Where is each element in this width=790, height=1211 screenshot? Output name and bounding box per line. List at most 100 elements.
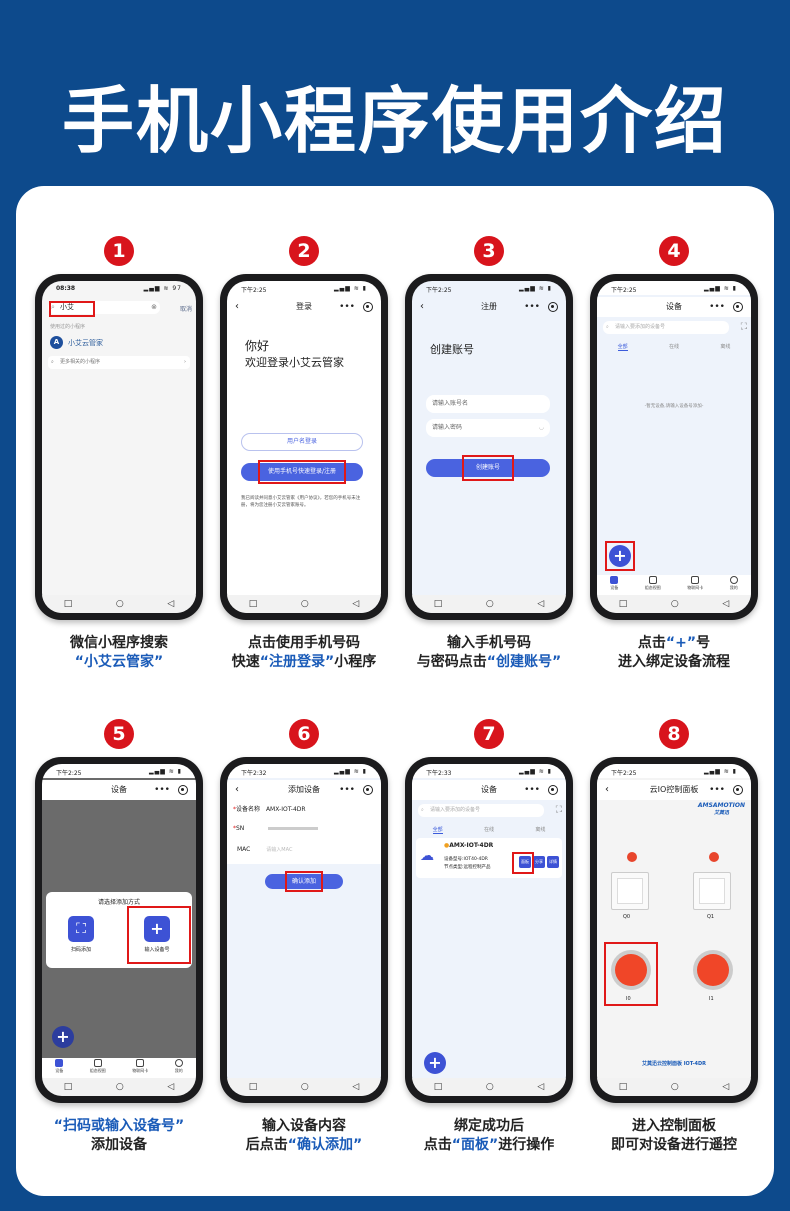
circle-icon[interactable]: ○ bbox=[115, 1082, 124, 1092]
close-target-icon[interactable] bbox=[733, 785, 743, 795]
tab-offline[interactable]: 离线 bbox=[535, 827, 546, 833]
back-triangle-icon[interactable]: ◁ bbox=[537, 1082, 545, 1092]
mac-field[interactable]: 请输入MAC bbox=[266, 847, 293, 853]
phone-frame: 08:38 ▂▄▆ ≋ 97 ⌕ 小艾 ⊗ 取消 使用过的小程序 A 小艾云管家… bbox=[35, 274, 203, 620]
confirm-add-button[interactable]: 确认添加 bbox=[265, 874, 343, 889]
caption-highlight: “小艾云管家” bbox=[74, 654, 164, 670]
tabbar-me[interactable]: 我的 bbox=[729, 575, 738, 595]
account-input[interactable]: 请输入账号名 bbox=[426, 395, 550, 413]
more-icon[interactable]: ••• bbox=[524, 302, 540, 312]
q0-switch[interactable] bbox=[611, 872, 649, 910]
square-icon[interactable]: □ bbox=[618, 1082, 628, 1092]
tabbar-iot-card[interactable]: 物联网卡 bbox=[132, 1058, 148, 1078]
tabbar-me[interactable]: 我的 bbox=[174, 1058, 183, 1078]
back-icon[interactable]: ‹ bbox=[235, 784, 239, 795]
tabbar-devices[interactable]: 设备 bbox=[610, 575, 619, 595]
password-input[interactable]: 请输入密码 ◡ bbox=[426, 419, 550, 437]
signal-icon: ▂▄▆ ≋ ▮ bbox=[149, 768, 182, 775]
circle-icon[interactable]: ○ bbox=[115, 599, 124, 609]
search-input[interactable]: 小艾 bbox=[60, 303, 74, 311]
device-search[interactable]: ⌕ 请输入要添加的设备号 bbox=[418, 804, 544, 817]
more-icon[interactable]: ••• bbox=[709, 302, 725, 312]
nav-bar: 设备 ••• bbox=[412, 780, 566, 800]
i0-button[interactable] bbox=[611, 950, 651, 990]
square-icon[interactable]: □ bbox=[433, 599, 443, 609]
square-icon[interactable]: □ bbox=[618, 599, 628, 609]
more-icon[interactable]: ••• bbox=[339, 785, 355, 795]
more-link[interactable]: ⌕ 更多相关的小程序 › bbox=[48, 356, 190, 369]
clear-icon[interactable]: ⊗ bbox=[151, 303, 157, 311]
square-icon[interactable]: □ bbox=[63, 599, 73, 609]
tabbar-scada[interactable]: 组态视图 bbox=[645, 575, 661, 595]
form-row-mac[interactable]: MAC 请输入MAC bbox=[237, 846, 292, 853]
scan-icon[interactable]: ⛶ bbox=[555, 805, 562, 815]
back-triangle-icon[interactable]: ◁ bbox=[167, 599, 175, 609]
back-icon[interactable]: ‹ bbox=[605, 784, 609, 795]
q1-switch[interactable] bbox=[693, 872, 731, 910]
back-triangle-icon[interactable]: ◁ bbox=[167, 1082, 175, 1092]
device-search[interactable]: ⌕ 请输入要添加的设备号 bbox=[603, 321, 729, 334]
device-card[interactable]: ☁ ●AMX-IOT-4DR 设备型号:IOT40-4DR 节点类型:远程控制产… bbox=[416, 838, 562, 878]
back-icon[interactable]: ‹ bbox=[420, 301, 424, 312]
device-name-field[interactable]: AMX-IOT-4DR bbox=[265, 806, 306, 813]
back-icon[interactable]: ‹ bbox=[235, 301, 239, 312]
close-target-icon[interactable] bbox=[548, 302, 558, 312]
panel-button[interactable]: 面板 bbox=[519, 856, 531, 868]
phone-login-button[interactable]: 使用手机号快速登录/注册 bbox=[241, 463, 363, 481]
back-triangle-icon[interactable]: ◁ bbox=[722, 599, 730, 609]
close-target-icon[interactable] bbox=[733, 302, 743, 312]
add-device-button[interactable]: + bbox=[609, 545, 631, 567]
caption-line: 进入控制面板 bbox=[632, 1118, 716, 1134]
tab-offline[interactable]: 离线 bbox=[720, 344, 731, 350]
detail-button[interactable]: 详情 bbox=[547, 856, 559, 868]
close-target-icon[interactable] bbox=[363, 785, 373, 795]
eye-icon[interactable]: ◡ bbox=[538, 424, 544, 431]
share-button[interactable]: 分享 bbox=[533, 856, 545, 868]
search-bar[interactable]: ⌕ 小艾 ⊗ bbox=[48, 301, 160, 314]
back-triangle-icon[interactable]: ◁ bbox=[352, 1082, 360, 1092]
circle-icon[interactable]: ○ bbox=[670, 599, 679, 609]
more-icon[interactable]: ••• bbox=[339, 302, 355, 312]
back-triangle-icon[interactable]: ◁ bbox=[537, 599, 545, 609]
more-icon[interactable]: ••• bbox=[709, 785, 725, 795]
cancel-button[interactable]: 取消 bbox=[179, 306, 192, 313]
more-icon[interactable]: ••• bbox=[154, 785, 170, 795]
tabbar-devices[interactable]: 设备 bbox=[55, 1058, 64, 1078]
scan-add-option[interactable]: ⛶ 扫码添加 bbox=[56, 912, 106, 962]
tab-all[interactable]: 全部 bbox=[432, 827, 443, 834]
back-triangle-icon[interactable]: ◁ bbox=[352, 599, 360, 609]
scan-icon[interactable]: ⛶ bbox=[740, 322, 747, 332]
circle-icon[interactable]: ○ bbox=[300, 1082, 309, 1092]
square-icon[interactable]: □ bbox=[433, 1082, 443, 1092]
tabbar-scada[interactable]: 组态视图 bbox=[90, 1058, 106, 1078]
add-device-button[interactable]: + bbox=[424, 1052, 446, 1074]
more-icon[interactable]: ••• bbox=[524, 785, 540, 795]
back-triangle-icon[interactable]: ◁ bbox=[722, 1082, 730, 1092]
app-result[interactable]: A 小艾云管家 bbox=[48, 335, 190, 351]
q1-indicator-lamp bbox=[709, 852, 719, 862]
circle-icon[interactable]: ○ bbox=[485, 1082, 494, 1092]
status-bar: 08:38 ▂▄▆ ≋ 97 bbox=[42, 281, 196, 295]
tab-online[interactable]: 在线 bbox=[668, 344, 679, 350]
tab-all[interactable]: 全部 bbox=[617, 344, 628, 351]
username-login-button[interactable]: 用户名登录 bbox=[241, 433, 363, 451]
form-row-sn[interactable]: *SN bbox=[233, 825, 319, 832]
circle-icon[interactable]: ○ bbox=[300, 599, 309, 609]
sn-field[interactable] bbox=[268, 827, 319, 830]
square-icon[interactable]: □ bbox=[248, 1082, 258, 1092]
form-row-name[interactable]: *设备名称 AMX-IOT-4DR bbox=[233, 806, 306, 813]
close-target-icon[interactable] bbox=[178, 785, 188, 795]
circle-icon[interactable]: ○ bbox=[485, 599, 494, 609]
tabbar-iot-card[interactable]: 物联网卡 bbox=[687, 575, 703, 595]
input-device-option[interactable]: + 输入设备号 bbox=[132, 912, 182, 962]
create-account-button[interactable]: 创建账号 bbox=[426, 459, 550, 477]
tab-online[interactable]: 在线 bbox=[483, 827, 494, 833]
square-icon[interactable]: □ bbox=[248, 599, 258, 609]
close-target-icon[interactable] bbox=[363, 302, 373, 312]
circle-icon[interactable]: ○ bbox=[670, 1082, 679, 1092]
square-icon[interactable]: □ bbox=[63, 1082, 73, 1092]
i1-button[interactable] bbox=[693, 950, 733, 990]
close-target-icon[interactable] bbox=[548, 785, 558, 795]
caption-line2: 后点击“确认添加” bbox=[245, 1137, 363, 1153]
add-device-button[interactable]: + bbox=[52, 1026, 74, 1048]
